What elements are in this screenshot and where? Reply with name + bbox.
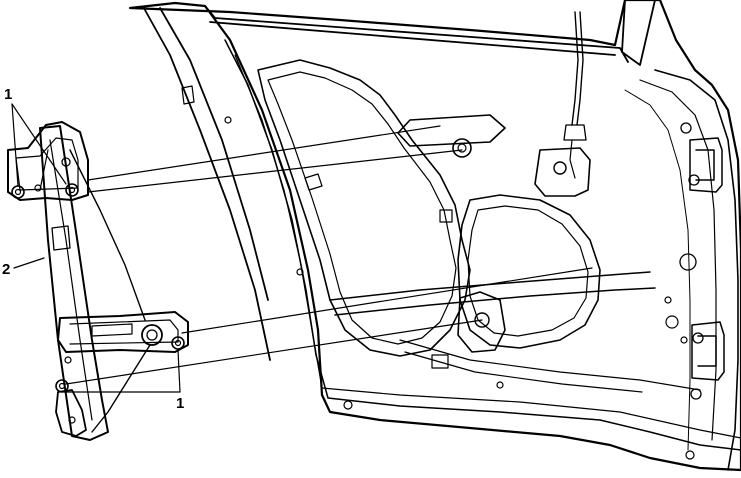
panel-slot (439, 209, 453, 223)
mid-mount-bracket (534, 147, 591, 197)
lower-beam (329, 271, 656, 316)
panel-hole (685, 450, 695, 460)
hinge-bolt (692, 332, 704, 344)
regulator-cable (69, 149, 146, 321)
panel-hole (679, 253, 697, 271)
door-lock-rod (571, 11, 584, 126)
inner-flange-2 (234, 54, 741, 439)
hinge-bolt (688, 174, 700, 186)
panel-slot (431, 354, 449, 369)
drive-slot (91, 323, 133, 337)
rail-guide (51, 225, 71, 251)
leader-line-1-top (11, 103, 67, 185)
upper-fastener (14, 188, 22, 196)
rod-clip (563, 124, 587, 141)
regulator-rail (39, 125, 109, 441)
panel-hole (664, 296, 672, 304)
lower-fastener (174, 339, 182, 347)
mid-mount-point (553, 161, 567, 175)
door-inner-panel (128, 0, 741, 472)
callout-leaders (11, 103, 181, 393)
carriage-hole (64, 356, 72, 364)
lower-fastener (171, 336, 185, 350)
upper-fastener (65, 183, 79, 197)
upper-access-hole-inner (267, 71, 457, 345)
rod-link (569, 139, 576, 179)
drive-carriage-inner (69, 319, 179, 345)
lower-mount-point (474, 312, 490, 328)
window-frame-top (204, 5, 629, 63)
upper-bracket-inner (15, 137, 79, 191)
drive-pulley (146, 329, 158, 341)
upper-mount-point (457, 143, 467, 153)
panel-hole (224, 116, 232, 124)
leader-line-1-top (11, 103, 19, 187)
upper-access-hole (257, 59, 471, 357)
regulator-cable (39, 149, 49, 191)
leader-line-1-bottom (177, 349, 181, 393)
regulator-rail-edge (49, 139, 93, 421)
lower-alignment-line (65, 319, 483, 385)
hinge-bolt (690, 388, 702, 400)
lower-mount-slot (457, 291, 506, 353)
panel-slot (304, 173, 323, 191)
callout-label-regulator: 2 (2, 261, 11, 278)
lower-hinge-bracket (691, 321, 725, 381)
hinge-face-inner-2 (624, 89, 691, 451)
panel-hole (343, 400, 353, 410)
drive-pulley (141, 324, 163, 346)
upper-hinge-bracket (689, 137, 723, 193)
callout-label-fastener-top: 1 (4, 86, 13, 103)
upper-fastener (68, 186, 76, 194)
upper-alignment-line (87, 125, 441, 181)
window-frame-rear (621, 0, 656, 66)
upper-mount-point (452, 138, 472, 158)
lower-end-plate (55, 389, 87, 437)
upper-fastener (11, 185, 25, 199)
hinge-bolt (680, 122, 692, 134)
lower-beam-2 (399, 339, 701, 393)
alignment-lines (65, 125, 593, 385)
upper-alignment-line (87, 149, 463, 193)
regulator-cable (91, 344, 151, 433)
panel-hole (296, 268, 304, 276)
center-cutout (457, 194, 601, 349)
lower-fastener (58, 382, 66, 390)
door-panel-outline (128, 0, 741, 472)
callout-label-fastener-bottom: 1 (176, 395, 185, 412)
window-frame-pillar (144, 7, 271, 361)
panel-slot (181, 85, 195, 105)
leader-line-2 (13, 257, 45, 269)
center-cutout-inner (467, 205, 589, 337)
drive-carriage (57, 311, 189, 353)
upper-fastener (61, 157, 71, 167)
window-regulator (7, 121, 189, 441)
hinge-face (654, 69, 739, 471)
end-plate-hole (68, 416, 76, 424)
panel-hole (680, 336, 688, 344)
panel-hole (665, 315, 679, 329)
mid-alignment-line (181, 267, 593, 334)
panel-hole (496, 381, 504, 389)
